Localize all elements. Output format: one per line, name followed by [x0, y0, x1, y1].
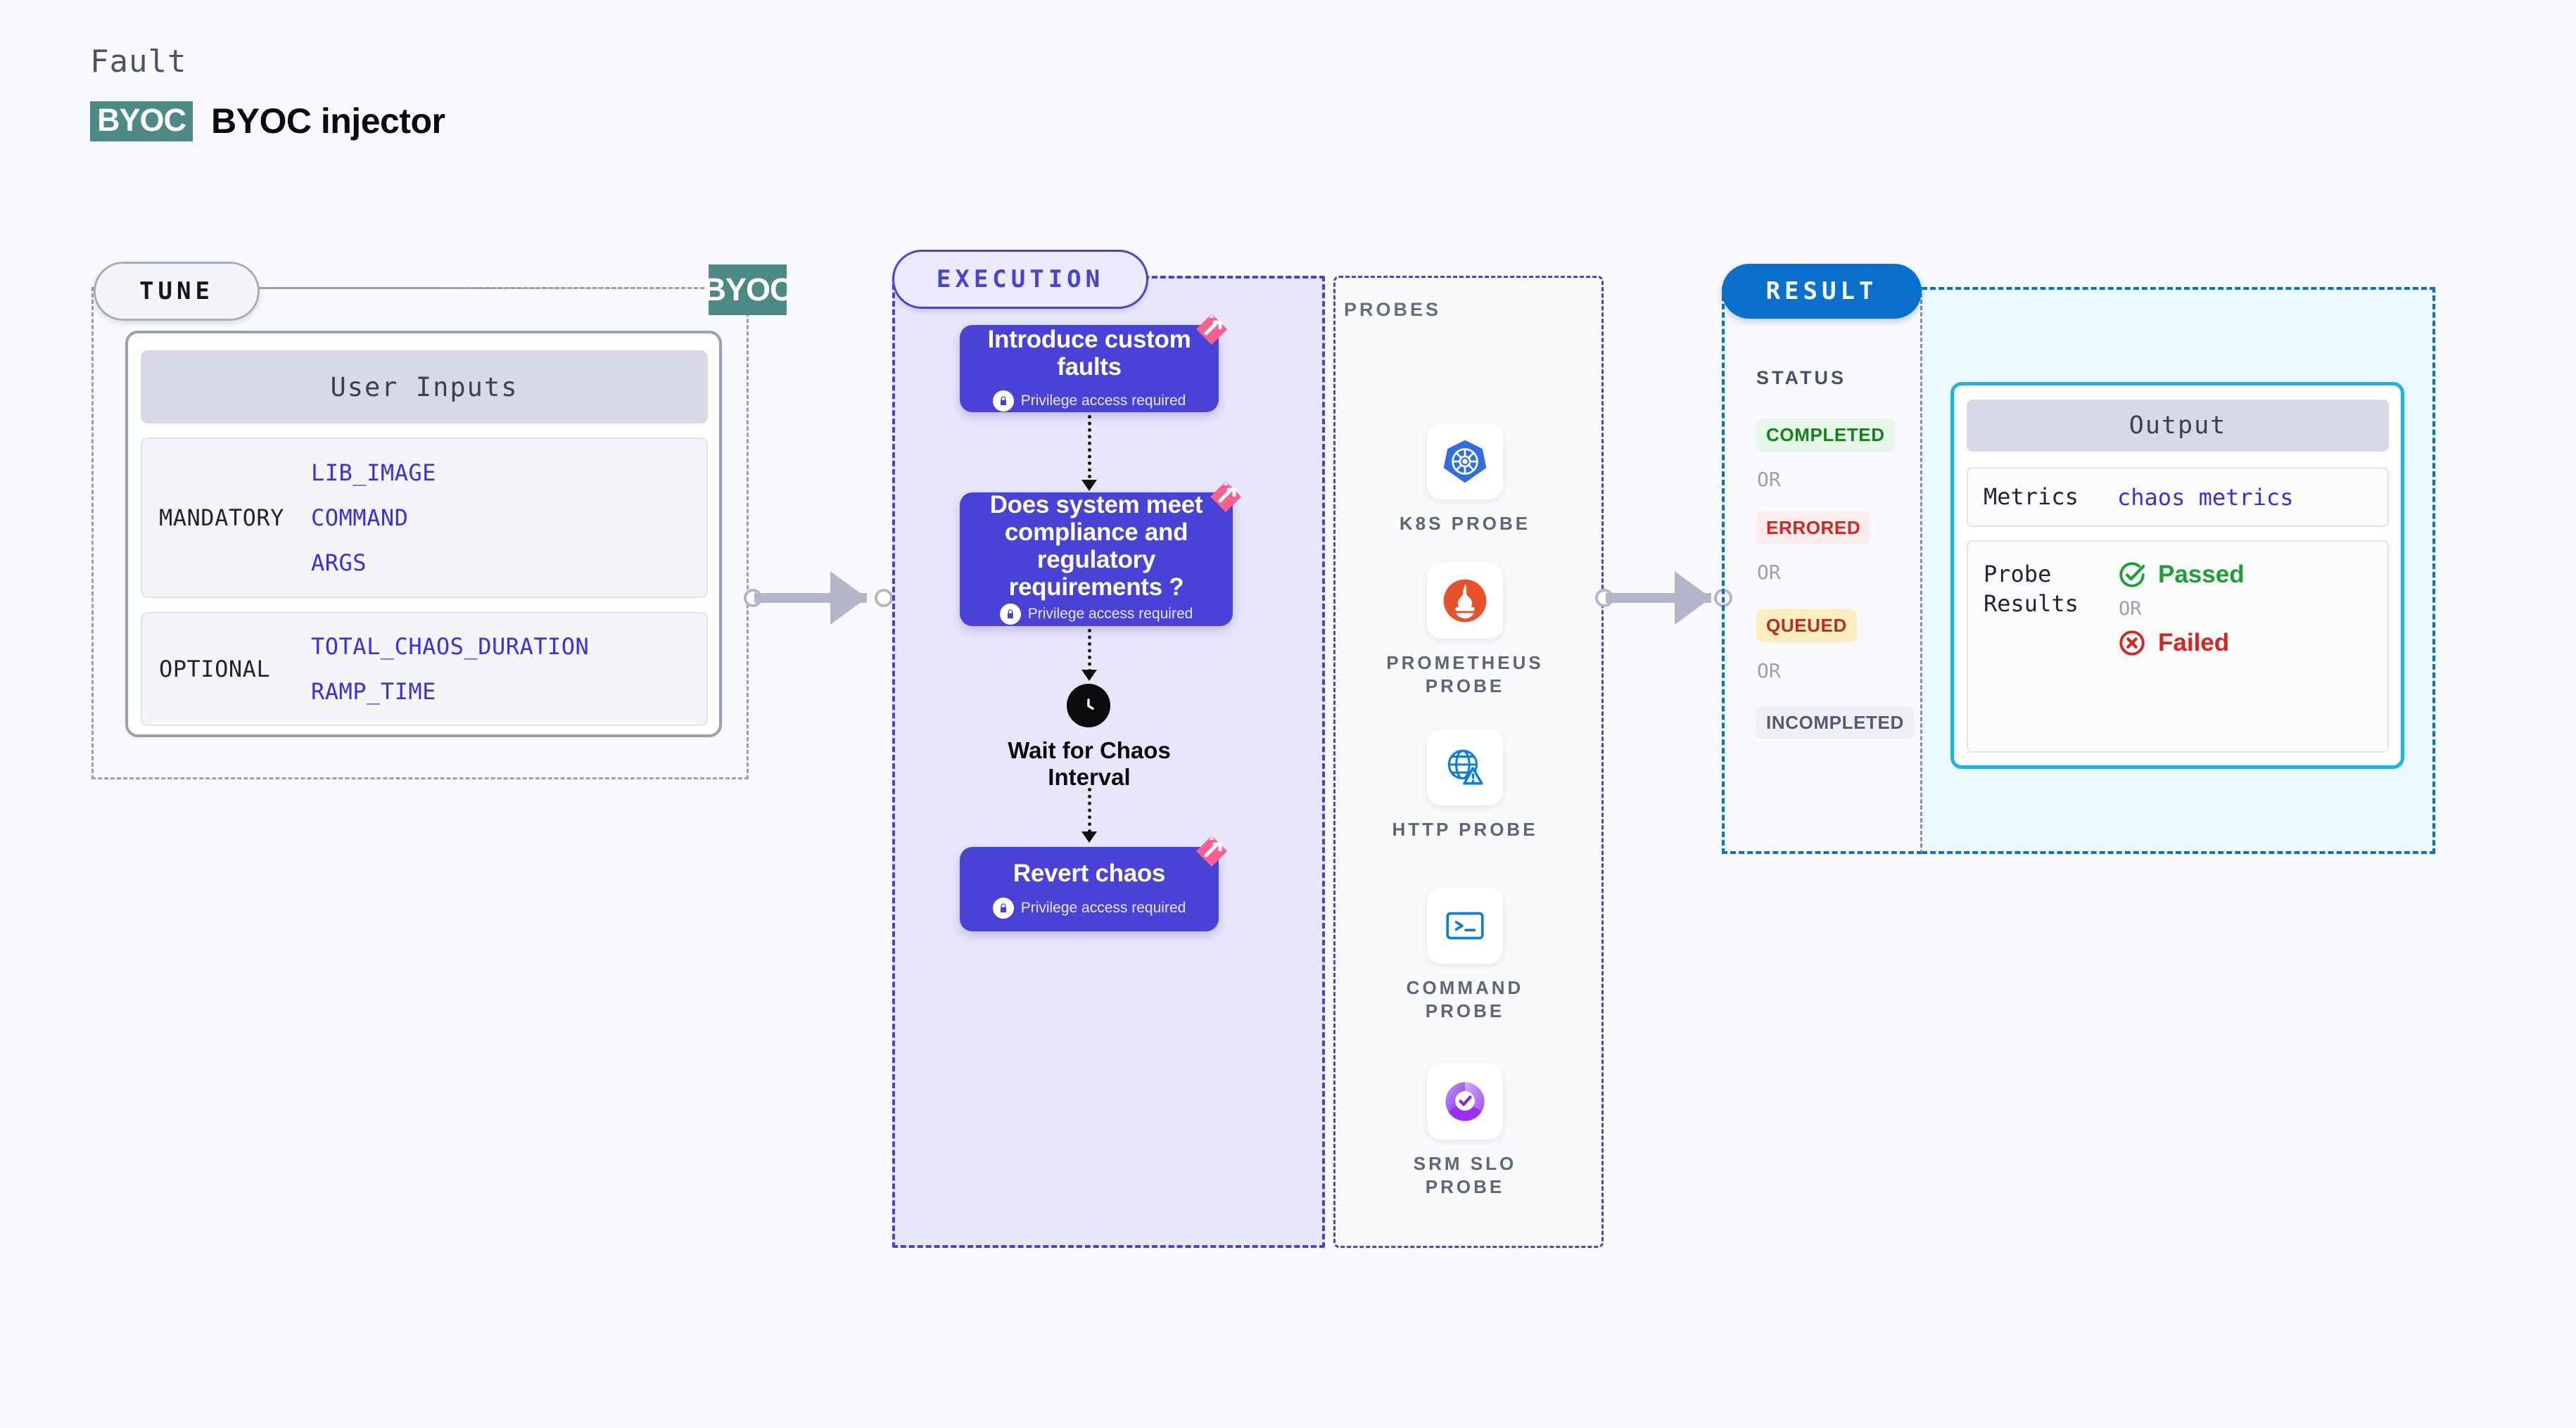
- user-inputs-header: User Inputs: [141, 350, 708, 423]
- output-row-probe-results: Probe Results Passed OR Failed: [1967, 540, 2389, 753]
- http-globe-warning-icon: [1447, 749, 1483, 785]
- status-or-3: OR: [1757, 659, 1781, 682]
- srm-slo-icon: [1445, 1082, 1485, 1121]
- probe-command[interactable]: COMMAND PROBE: [1381, 888, 1549, 1024]
- status-badge-incompleted: INCOMPLETED: [1756, 706, 1914, 739]
- param-ramp-time[interactable]: RAMP_TIME: [311, 678, 436, 705]
- passed-label: Passed: [2158, 561, 2245, 588]
- connector-1-end-dot: [875, 589, 893, 607]
- page-title-row: BYOC BYOC injector: [90, 101, 445, 141]
- probe-prometheus[interactable]: PROMETHEUS PROBE: [1381, 563, 1549, 699]
- privilege-text: Privilege access required: [1020, 393, 1186, 409]
- param-lib-image[interactable]: LIB_IMAGE: [311, 459, 436, 486]
- mandatory-values: LIB_IMAGE COMMAND ARGS: [311, 459, 436, 576]
- probes-section-label: PROBES: [1344, 299, 1442, 320]
- probe-http[interactable]: HTTP PROBE: [1381, 729, 1549, 841]
- result-pill-label: RESULT: [1722, 264, 1922, 319]
- node-title: Does system meet compliance and regulato…: [989, 490, 1203, 601]
- node-title: Introduce custom faults: [987, 325, 1191, 381]
- page-eyebrow: Fault: [90, 44, 187, 79]
- lock-icon: [992, 897, 1014, 919]
- lock-icon: [992, 390, 1014, 412]
- tune-pill-label: TUNE: [94, 262, 260, 321]
- privilege-note: Privilege access required: [999, 604, 1193, 625]
- optional-label: OPTIONAL: [159, 656, 271, 682]
- connector-2-arrowhead: [1675, 571, 1711, 625]
- lock-icon: [999, 604, 1021, 625]
- status-or-2: OR: [1757, 561, 1781, 584]
- execution-panel: [892, 276, 1325, 1248]
- litmus-chaos-icon: [1196, 836, 1227, 867]
- mandatory-label: MANDATORY: [159, 504, 284, 531]
- metrics-key: Metrics: [1984, 483, 2079, 510]
- probe-label: PROMETHEUS PROBE: [1386, 652, 1544, 697]
- node-title: Revert chaos: [1013, 860, 1166, 888]
- privilege-text: Privilege access required: [1027, 606, 1193, 623]
- page-header: Fault BYOC BYOC injector: [90, 44, 445, 141]
- probe-tile: [1427, 888, 1503, 964]
- status-badge-queued: QUEUED: [1756, 609, 1857, 642]
- status-badge-completed: COMPLETED: [1756, 419, 1895, 452]
- probe-results-key: Probe Results: [1984, 561, 2079, 617]
- param-args[interactable]: ARGS: [311, 549, 367, 576]
- litmus-chaos-icon: [1196, 314, 1227, 345]
- probe-tile: [1427, 423, 1503, 499]
- byoc-edge-badge: BYOC: [704, 264, 793, 315]
- byoc-badge: BYOC: [90, 101, 193, 141]
- metrics-value[interactable]: chaos metrics: [2117, 483, 2294, 511]
- output-card-header: Output: [1967, 400, 2389, 452]
- output-row-metrics: Metrics chaos metrics: [1967, 467, 2389, 527]
- privilege-note: Privilege access required: [992, 390, 1186, 412]
- optional-values: TOTAL_CHAOS_DURATION RAMP_TIME: [311, 633, 589, 705]
- probe-tile: [1427, 729, 1503, 805]
- execution-pill-label: EXECUTION: [892, 250, 1148, 309]
- status-section-label: STATUS: [1756, 367, 1846, 388]
- edge-wait-to-revert: [1088, 788, 1091, 833]
- edge-1-arrowhead: [1081, 480, 1097, 491]
- clock-icon: [1067, 684, 1110, 727]
- probe-result-passed: Passed: [2117, 560, 2245, 589]
- probe-srm-slo[interactable]: SRM SLO PROBE: [1381, 1064, 1549, 1199]
- probe-tile: [1427, 563, 1503, 639]
- probe-result-failed: Failed: [2117, 628, 2245, 658]
- param-command[interactable]: COMMAND: [311, 504, 409, 531]
- probe-tile: [1427, 1064, 1503, 1140]
- kubernetes-icon: [1443, 440, 1487, 483]
- probe-label: K8S PROBE: [1399, 513, 1531, 534]
- edge-introduce-to-compliance: [1088, 415, 1091, 478]
- x-circle-icon: [2119, 630, 2145, 656]
- optional-params-group: OPTIONAL TOTAL_CHAOS_DURATION RAMP_TIME: [141, 612, 708, 726]
- failed-label: Failed: [2158, 629, 2230, 656]
- prometheus-icon: [1443, 579, 1487, 623]
- edge-compliance-to-wait: [1088, 629, 1091, 672]
- edge-3-arrowhead: [1081, 831, 1097, 843]
- edge-2-arrowhead: [1081, 670, 1097, 681]
- status-badge-errored: ERRORED: [1756, 511, 1871, 544]
- connector-1-arrowhead: [830, 571, 867, 625]
- probe-label: SRM SLO PROBE: [1413, 1153, 1517, 1198]
- wait-for-chaos-interval-label: Wait for Chaos Interval: [1008, 737, 1171, 791]
- mandatory-params-group: MANDATORY LIB_IMAGE COMMAND ARGS: [141, 438, 708, 598]
- page-title: BYOC injector: [211, 101, 445, 141]
- param-total-chaos-duration[interactable]: TOTAL_CHAOS_DURATION: [311, 633, 590, 660]
- check-circle-icon: [2119, 562, 2145, 587]
- probe-result-or: OR: [2119, 598, 2142, 620]
- privilege-text: Privilege access required: [1020, 899, 1186, 916]
- tune-top-dashed-line: [253, 287, 711, 289]
- litmus-chaos-icon: [1210, 481, 1241, 512]
- node-introduce-custom-faults[interactable]: Introduce custom faults Privilege access…: [960, 314, 1227, 412]
- privilege-note: Privilege access required: [992, 897, 1186, 919]
- probe-label: HTTP PROBE: [1392, 819, 1538, 840]
- status-or-1: OR: [1757, 468, 1781, 491]
- probe-results-values: Passed OR Failed: [2117, 560, 2245, 751]
- terminal-icon: [1446, 912, 1484, 940]
- node-revert-chaos[interactable]: Revert chaos Privilege access required: [960, 836, 1227, 931]
- probe-label: COMMAND PROBE: [1406, 977, 1524, 1022]
- probe-k8s[interactable]: K8S PROBE: [1381, 423, 1549, 535]
- node-compliance-check[interactable]: Does system meet compliance and regulato…: [960, 481, 1241, 626]
